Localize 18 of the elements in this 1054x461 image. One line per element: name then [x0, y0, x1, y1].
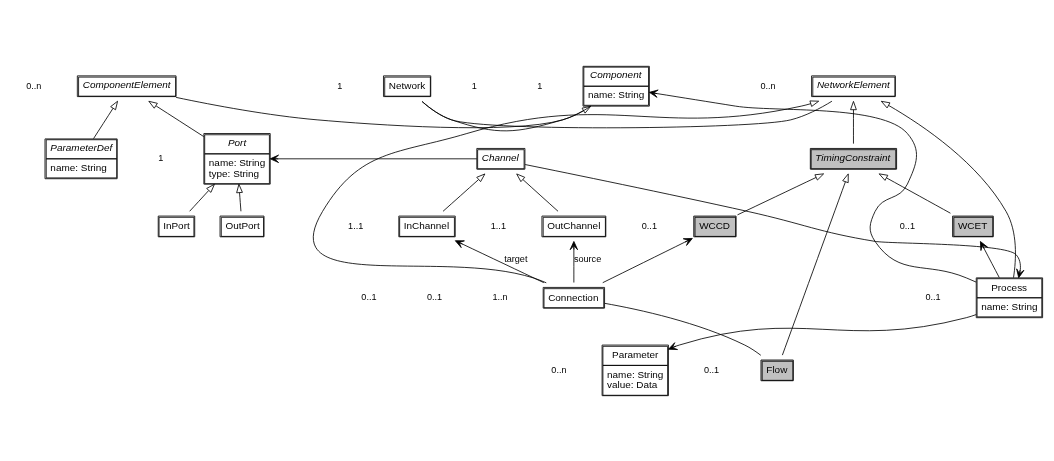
label: 1..1	[490, 220, 506, 231]
label: 0..1	[426, 291, 443, 302]
label: 0..1	[703, 364, 720, 375]
label: 0..1	[361, 291, 377, 302]
edge-label: source	[573, 253, 602, 264]
label: 0..n	[760, 80, 776, 91]
label: 1	[337, 80, 343, 91]
edge-label: target	[504, 253, 528, 264]
label: 0..n	[26, 80, 42, 91]
label: 0..1	[899, 220, 915, 231]
label: 0..1	[641, 220, 657, 231]
label: 1..1	[348, 220, 364, 231]
label: 0..n	[551, 364, 567, 375]
label: 1	[537, 80, 543, 91]
label: 0..1	[925, 291, 941, 302]
label: 1	[471, 80, 477, 91]
label: 1	[158, 152, 164, 163]
label: 1..n	[492, 291, 508, 302]
